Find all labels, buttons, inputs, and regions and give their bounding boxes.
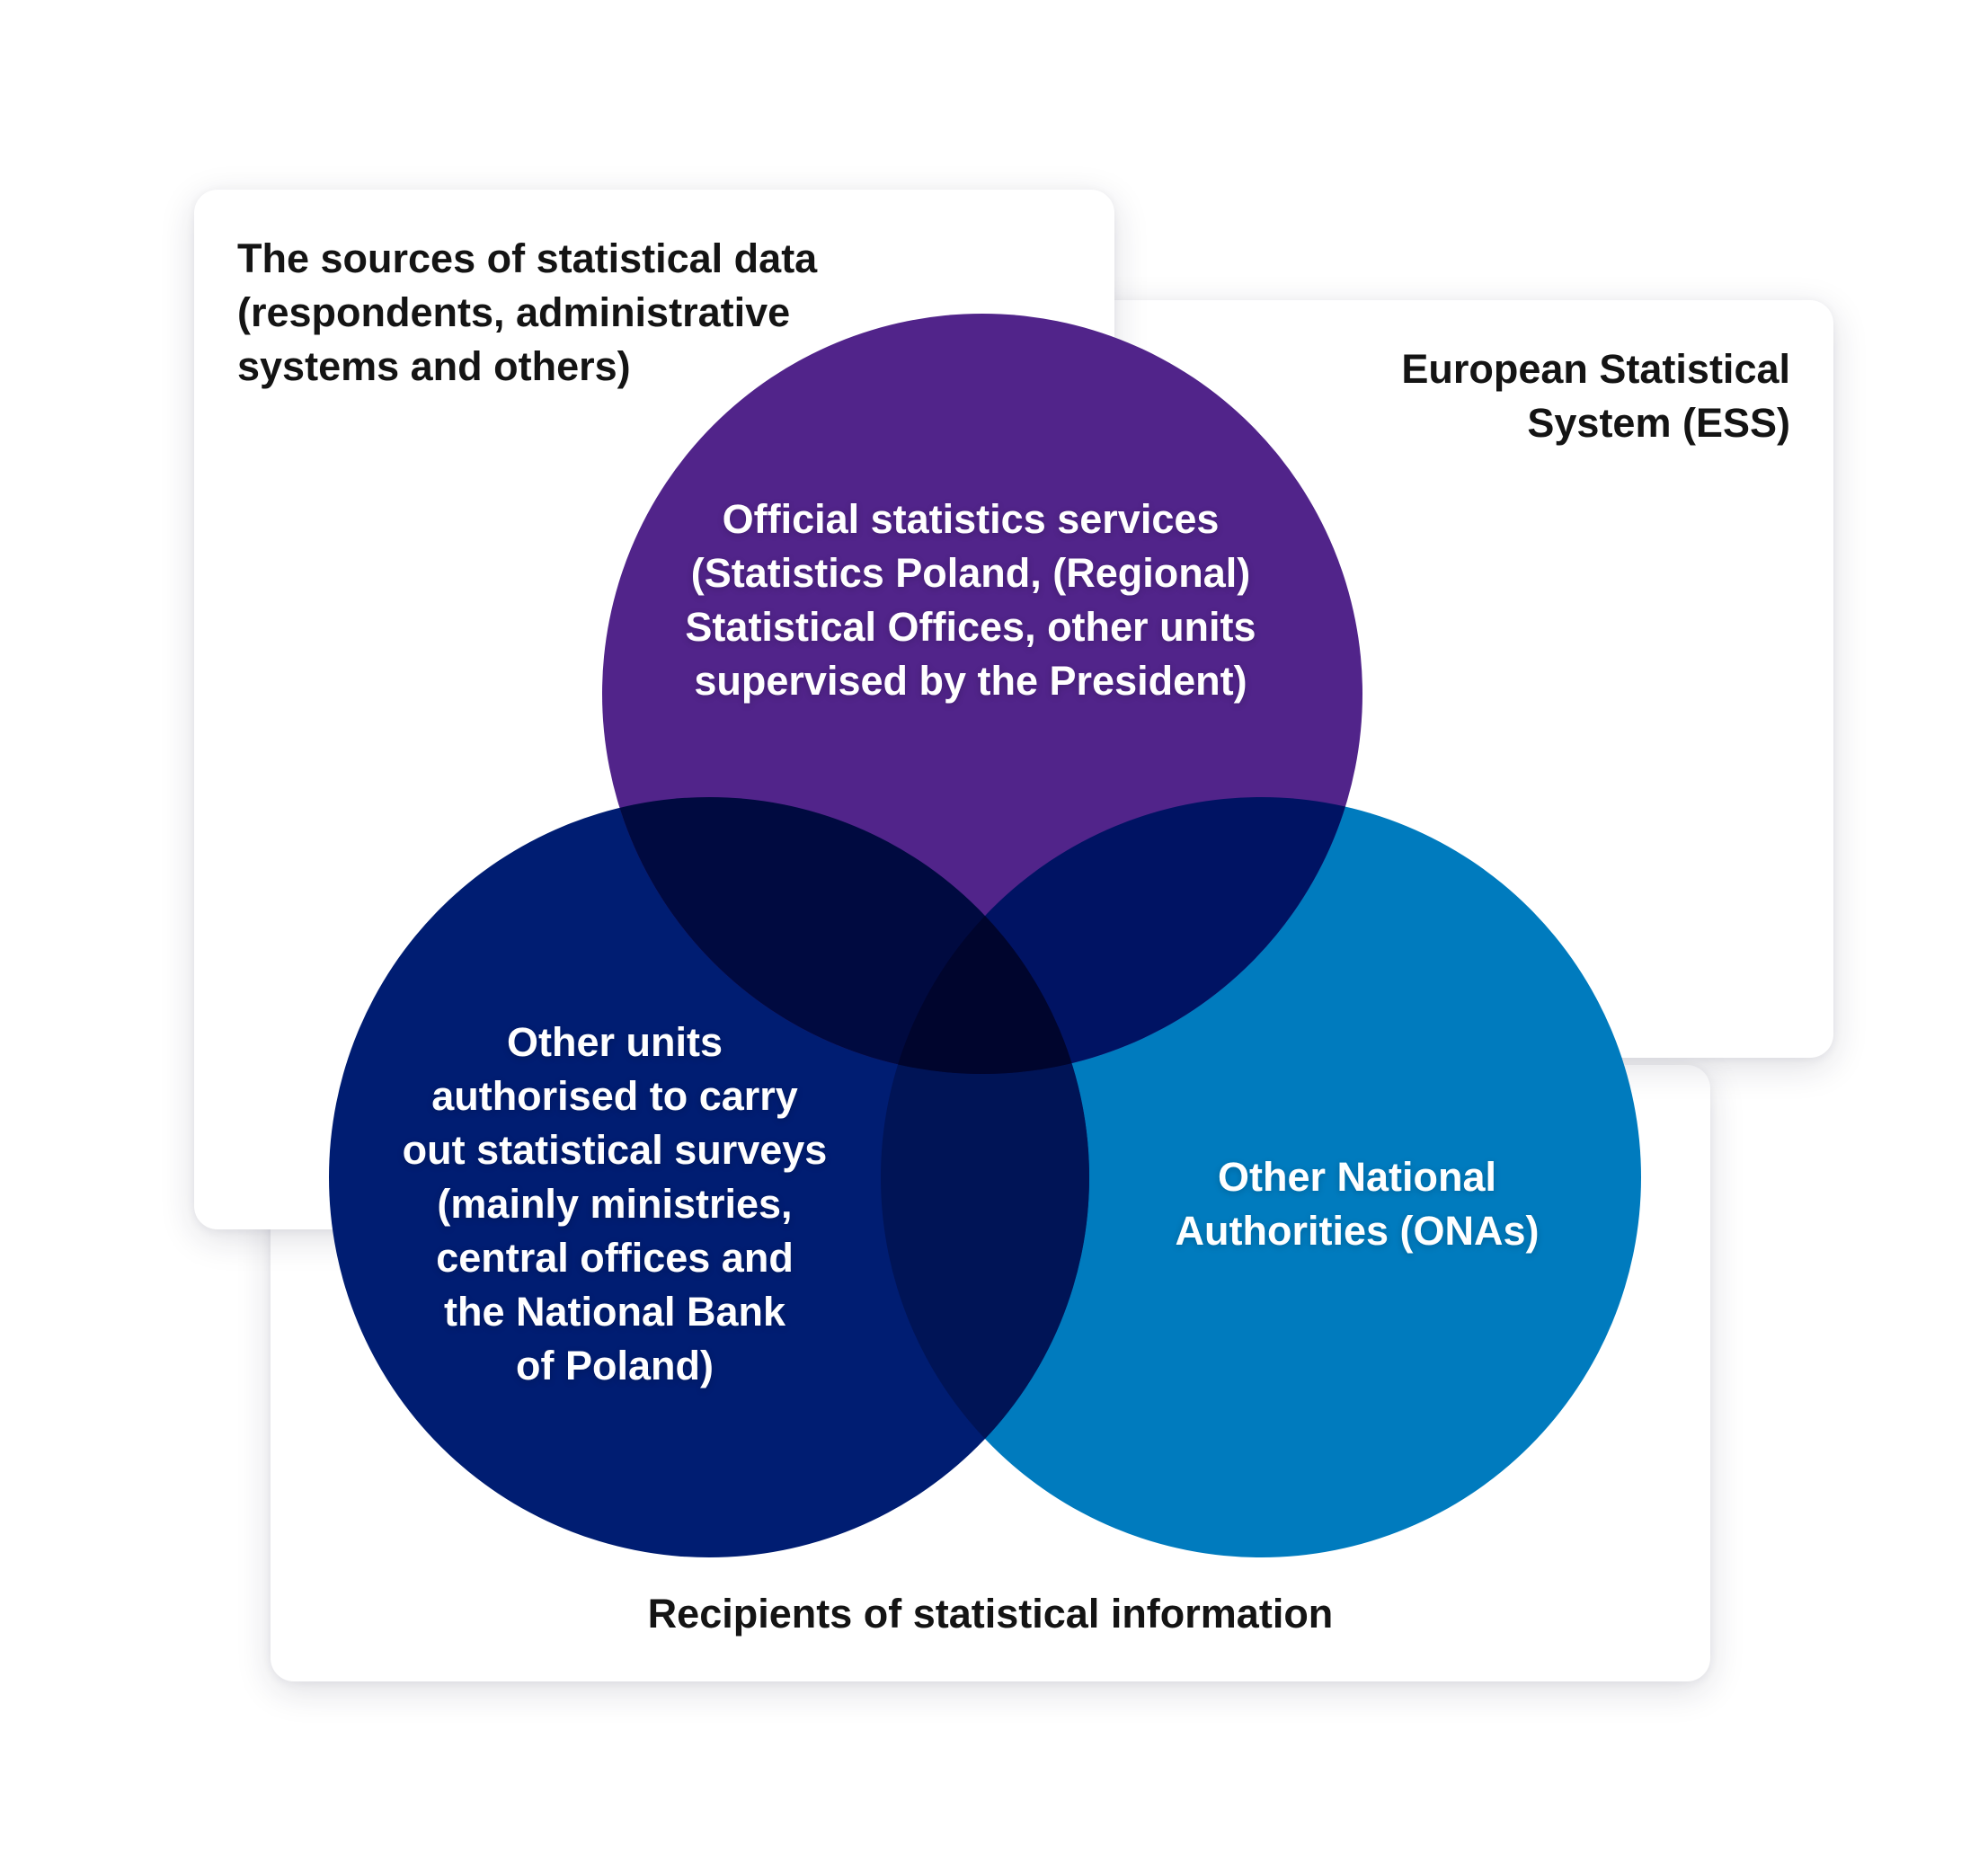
recipients-label: Recipients of statistical information [647,1591,1334,1637]
sources-label: The sources of statistical data (respond… [237,235,818,389]
official-statistics-label: Official statistics services (Statistics… [685,496,1256,704]
ess-label: European Statistical System (ESS) [1401,346,1790,446]
official-other-units-overlap [602,797,1089,1074]
onas-label: Other National Authorities (ONAs) [1175,1154,1540,1254]
other-units-label: Other units authorised to carry out stat… [402,1019,828,1388]
official-onas-overlap [881,797,1362,1074]
